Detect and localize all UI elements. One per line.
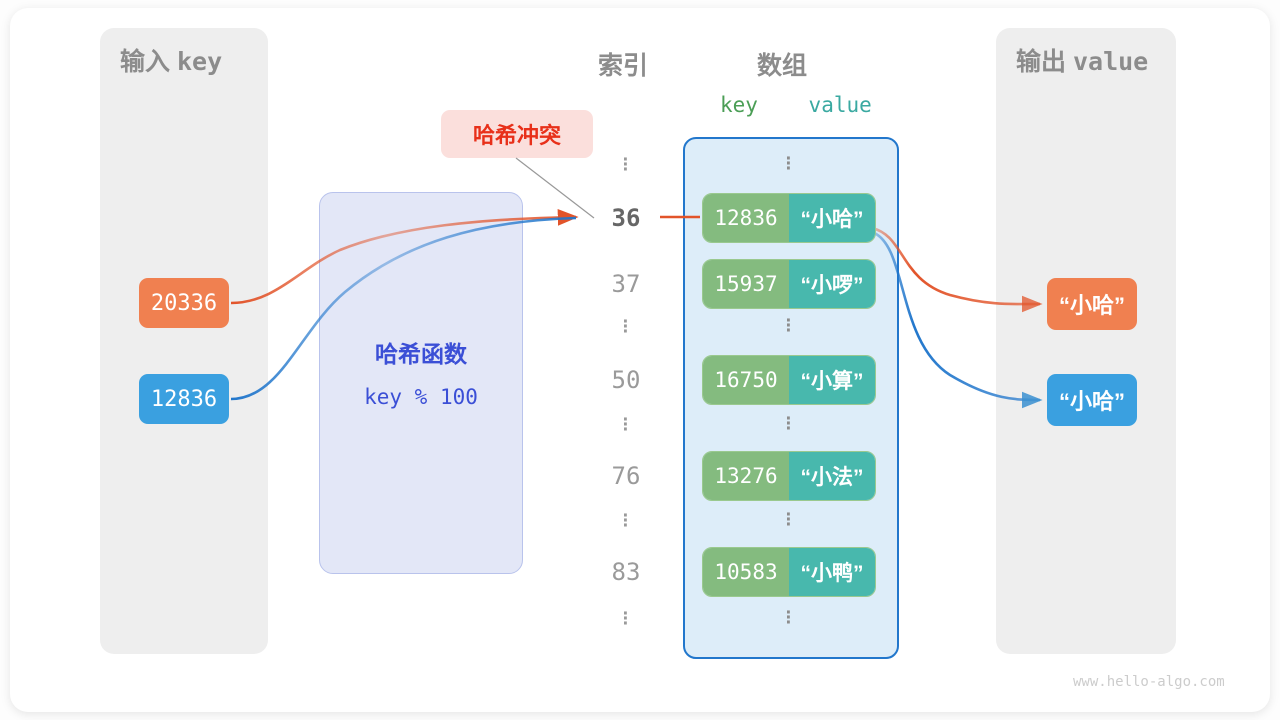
output-panel-title-code: value: [1072, 47, 1149, 76]
bucket-key-2: 16750: [703, 356, 789, 404]
hash-function-expression: key % 100: [364, 385, 478, 409]
array-bucket-4[interactable]: 10583 “小鸭”: [702, 547, 876, 597]
index-ellipsis-1: ···: [622, 311, 630, 343]
index-column-title: 索引: [598, 52, 649, 80]
index-label-36[interactable]: 36: [611, 204, 641, 232]
bucket-value-4: “小鸭”: [789, 548, 875, 596]
bucket-key-1: 15937: [703, 260, 789, 308]
watermark: www.hello-algo.com: [1073, 674, 1225, 690]
input-panel-title-cn: 输入: [120, 48, 171, 76]
bucket-key-3: 13276: [703, 452, 789, 500]
hash-collision-callout: 哈希冲突: [441, 110, 593, 158]
input-panel: [100, 28, 268, 654]
array-column-title: 数组: [757, 52, 808, 80]
bucket-value-1: “小啰”: [789, 260, 875, 308]
array-bucket-2[interactable]: 16750 “小算”: [702, 355, 876, 405]
index-ellipsis-2: ···: [622, 409, 630, 441]
array-bucket-1[interactable]: 15937 “小啰”: [702, 259, 876, 309]
input-panel-title: 输入 key: [120, 42, 222, 78]
bucket-key-4: 10583: [703, 548, 789, 596]
array-ellipsis-4: ···: [785, 602, 793, 634]
index-label-37[interactable]: 37: [611, 270, 641, 298]
input-panel-title-code: key: [176, 47, 223, 76]
array-ellipsis-2: ···: [785, 408, 793, 440]
bucket-value-2: “小算”: [789, 356, 875, 404]
output-panel-title-cn: 输出: [1016, 48, 1067, 76]
key-header-label: key: [720, 93, 758, 117]
array-ellipsis-1: ···: [785, 310, 793, 342]
array-bucket-0[interactable]: 12836 “小哈”: [702, 193, 876, 243]
array-ellipsis-0: ···: [785, 148, 793, 180]
output-value-1[interactable]: “小哈”: [1047, 374, 1137, 426]
value-header-label: value: [808, 93, 872, 117]
bucket-value-3: “小法”: [789, 452, 875, 500]
index-label-76[interactable]: 76: [611, 462, 641, 490]
index-label-83[interactable]: 83: [611, 558, 641, 586]
array-ellipsis-3: ···: [785, 504, 793, 536]
index-label-50[interactable]: 50: [611, 366, 641, 394]
array-bucket-3[interactable]: 13276 “小法”: [702, 451, 876, 501]
output-value-0[interactable]: “小哈”: [1047, 278, 1137, 330]
bucket-key-0: 12836: [703, 194, 789, 242]
index-ellipsis-0: ···: [622, 149, 630, 181]
output-panel-title: 输出 value: [1016, 42, 1148, 78]
key-value-header: key value: [720, 93, 872, 117]
bucket-value-0: “小哈”: [789, 194, 875, 242]
input-key-1[interactable]: 12836: [139, 374, 229, 424]
index-ellipsis-4: ···: [622, 603, 630, 635]
input-key-0[interactable]: 20336: [139, 278, 229, 328]
hash-function-title: 哈希函数: [375, 341, 467, 367]
index-ellipsis-3: ···: [622, 505, 630, 537]
hash-function-box: 哈希函数 key % 100: [319, 192, 523, 574]
output-panel: [996, 28, 1176, 654]
